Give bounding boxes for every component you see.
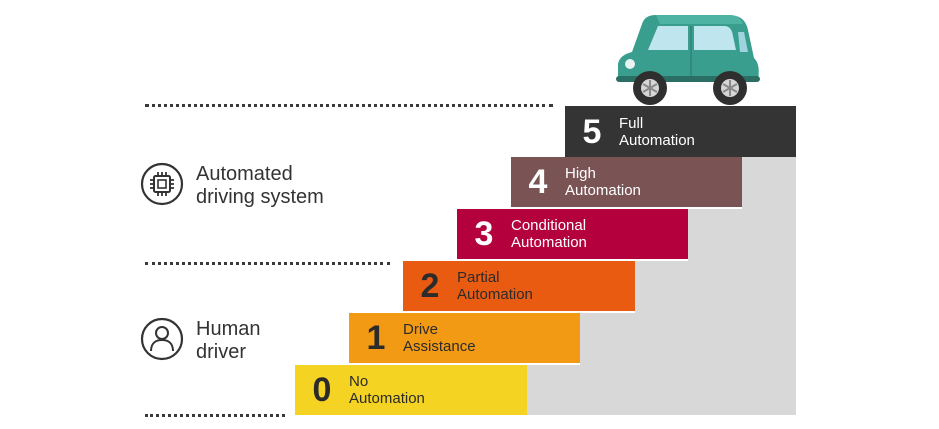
level-number: 5 — [582, 112, 602, 151]
level-label: No Automation — [349, 373, 425, 407]
car-icon — [616, 15, 760, 105]
level-label: High Automation — [565, 165, 641, 199]
level-3-step: 3 Conditional Automation — [457, 209, 688, 259]
level-label: Conditional Automation — [511, 217, 587, 251]
automated-driving-system-label: Automated driving system — [196, 163, 324, 208]
level-number: 1 — [366, 319, 386, 357]
person-icon — [140, 317, 184, 361]
level-5-step: 5 Full Automation — [565, 106, 796, 157]
middle-divider — [145, 262, 390, 265]
level-number: 4 — [528, 163, 548, 201]
level-label: Full Automation — [619, 114, 695, 149]
top-divider — [145, 104, 553, 107]
level-number: 2 — [420, 267, 440, 305]
level-label: Drive Assistance — [403, 321, 476, 355]
level-2-step: 2 Partial Automation — [403, 261, 635, 311]
level-1-step: 1 Drive Assistance — [349, 313, 580, 363]
level-label: Partial Automation — [457, 269, 533, 303]
human-driver-label: Human driver — [196, 318, 261, 363]
level-number: 0 — [312, 371, 332, 409]
level-number: 3 — [474, 215, 494, 253]
level-0-step: 0 No Automation — [295, 365, 527, 415]
chip-icon — [140, 162, 184, 206]
bottom-divider — [145, 414, 285, 417]
level-4-step: 4 High Automation — [511, 157, 742, 207]
